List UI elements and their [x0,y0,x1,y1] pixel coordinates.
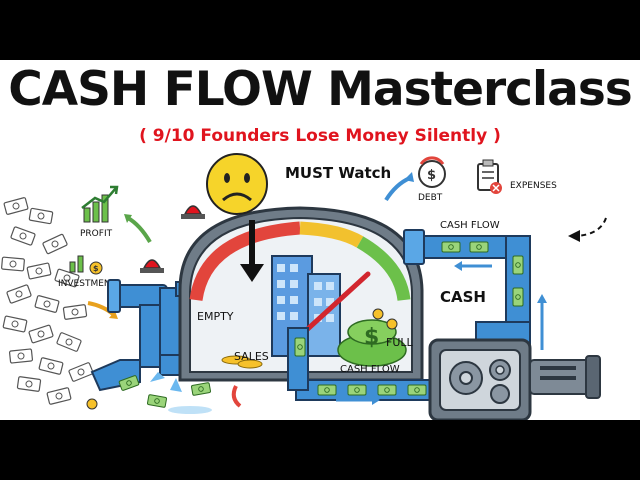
cash-flow-illustration: PROFIT $ INVESTMENT [0,153,607,420]
svg-text:$: $ [427,168,436,183]
left-pipe-system [90,279,227,392]
arrowhead-icon [454,261,462,271]
arrowhead-icon [537,294,547,303]
expenses-label: EXPENSES [510,181,557,191]
arrow-to-investment-icon [87,301,116,317]
profit-label: PROFIT [80,229,113,239]
expenses-icon [477,159,502,194]
gauge-empty-label: EMPTY [197,310,234,323]
dashed-arrow-icon [574,217,607,237]
arrowhead-icon [372,395,380,405]
siren-icon [140,259,164,273]
subtitle: ( 9/10 Founders Lose Money Silently ) [139,126,501,146]
thumbnail-canvas: CASH FLOW Masterclass ( 9/10 Founders Lo… [0,60,640,420]
gauge-full-label: FULL [386,336,414,349]
svg-text:$: $ [93,264,99,273]
must-watch-label: MUST Watch [285,164,391,182]
page-title: CASH FLOW Masterclass [8,62,633,117]
siren-icon [181,205,205,219]
profit-icon [81,185,119,223]
investment-icon: $ [69,255,103,275]
arrow-to-profit-icon [126,216,152,244]
down-arrow-icon [240,220,264,282]
red-arrow-icon [231,385,242,408]
arrowhead-icon [124,214,132,223]
cash-flow-top-label: CASH FLOW [440,220,500,231]
arrowhead-icon [404,172,414,182]
svg-text:$: $ [364,325,379,350]
cash-label: CASH [440,288,486,306]
gear-machine-icon [428,338,601,420]
sad-face-icon [206,153,268,215]
arrowhead-icon [568,230,580,242]
debt-icon: $ [418,156,446,188]
debt-label: DEBT [418,193,443,203]
right-pipe-system [287,229,531,401]
investment-label: INVESTMENT [58,279,117,289]
gauge-sales-label: SALES [234,350,269,363]
cash-flow-bottom-label: CASH FLOW [340,364,400,375]
